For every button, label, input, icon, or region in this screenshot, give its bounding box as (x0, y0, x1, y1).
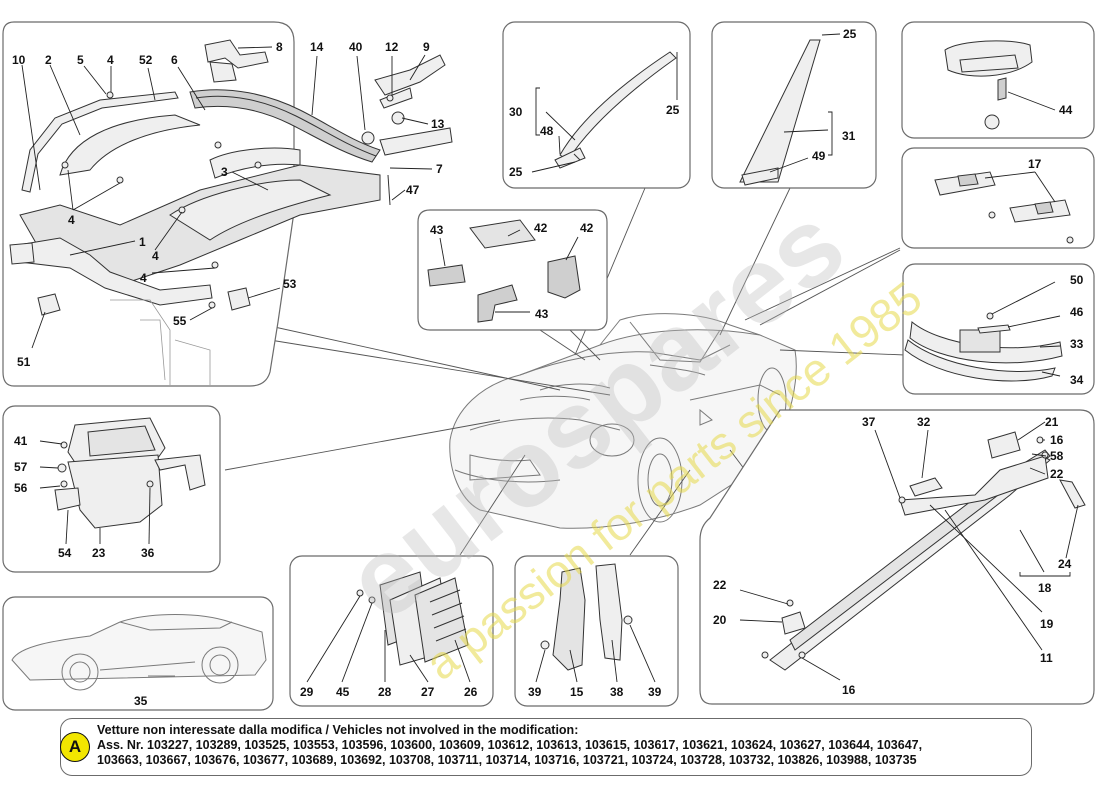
callout: 57 (14, 460, 28, 474)
callout: 51 (17, 355, 31, 369)
panel-rear-plate-trim: 50 46 33 34 (902, 263, 1095, 395)
panel-courtesy-lights: 17 (901, 147, 1095, 249)
panel-car-side-view: 35 (2, 596, 274, 711)
callout: 16 (842, 683, 856, 697)
callout: 26 (464, 685, 478, 699)
callout: 4 (140, 271, 147, 285)
panel-engine-bay-trim (2, 21, 453, 387)
callout: 12 (385, 40, 399, 54)
callout: 18 (1038, 581, 1052, 595)
callout: 4 (107, 53, 114, 67)
callout: 7 (436, 162, 443, 176)
callout: 24 (1058, 557, 1072, 571)
callout: 54 (58, 546, 72, 560)
callout: 4 (152, 249, 159, 263)
panel-engine-bay-trim-callouts: 10 2 5 4 52 6 8 14 40 12 9 13 7 47 3 4 4… (12, 40, 445, 369)
callout: 22 (1050, 467, 1064, 481)
callout: 50 (1070, 273, 1084, 287)
panel-engine-box: 41 57 56 54 23 36 (2, 405, 221, 573)
panel-roof-light: 44 (901, 21, 1095, 139)
callout: 31 (842, 129, 856, 143)
callout: 53 (283, 277, 297, 291)
callout: 29 (300, 685, 314, 699)
panel-windscreen-trim: 30 48 25 25 (502, 21, 691, 189)
callout: 10 (12, 53, 26, 67)
note-box: Vetture non interessate dalla modifica /… (60, 718, 1032, 776)
callout: 13 (431, 117, 445, 131)
callout: 28 (378, 685, 392, 699)
callout: 44 (1059, 103, 1073, 117)
callout: 34 (1070, 373, 1084, 387)
callout: 48 (540, 124, 554, 138)
callout: 6 (171, 53, 178, 67)
callout: 56 (14, 481, 28, 495)
callout: 4 (68, 213, 75, 227)
callout: 16 (1050, 433, 1064, 447)
callout: 49 (812, 149, 826, 163)
callout: 33 (1070, 337, 1084, 351)
callout: 15 (570, 685, 584, 699)
callout: 37 (862, 415, 876, 429)
callout: 39 (648, 685, 662, 699)
callout: 43 (430, 223, 444, 237)
callout: 17 (1028, 157, 1042, 171)
panel-side-vent: 29 45 28 27 26 (289, 555, 494, 707)
callout: 25 (843, 27, 857, 41)
callout: 23 (92, 546, 106, 560)
callout: 40 (349, 40, 363, 54)
panel-pillar-trim: 25 31 49 (711, 21, 877, 189)
callout: 19 (1040, 617, 1054, 631)
callout: 41 (14, 434, 28, 448)
callout: 11 (1040, 651, 1053, 665)
callout: 38 (610, 685, 624, 699)
callout: 14 (310, 40, 324, 54)
callout: 42 (580, 221, 594, 235)
callout: 58 (1050, 449, 1064, 463)
callout: 30 (509, 105, 523, 119)
callout: 3 (221, 165, 228, 179)
panel-sill-trim: 37 32 21 16 58 22 24 18 19 11 22 20 16 (699, 409, 1095, 705)
note-line-2: 103663, 103667, 103676, 103677, 103689, … (97, 753, 917, 767)
callout: 55 (173, 314, 187, 328)
note-title: Vetture non interessate dalla modifica /… (97, 723, 579, 737)
callout: 36 (141, 546, 155, 560)
callout: 45 (336, 685, 350, 699)
callout: 9 (423, 40, 430, 54)
callout: 42 (534, 221, 548, 235)
callout: 8 (276, 40, 283, 54)
panel-foam-pads: 43 42 42 43 (417, 209, 608, 331)
callout: 39 (528, 685, 542, 699)
note-line-1: Ass. Nr. 103227, 103289, 103525, 103553,… (97, 738, 923, 752)
callout: 35 (134, 694, 148, 708)
callout: 2 (45, 53, 52, 67)
callout: 20 (713, 613, 727, 627)
note-badge: A (60, 732, 90, 762)
callout: 46 (1070, 305, 1084, 319)
callout: 25 (509, 165, 523, 179)
callout: 1 (139, 235, 146, 249)
callout: 22 (713, 578, 727, 592)
callout: 21 (1045, 415, 1059, 429)
callout: 25 (666, 103, 680, 117)
callout: 27 (421, 685, 435, 699)
callout: 52 (139, 53, 153, 67)
central-car-illustration (449, 313, 797, 529)
callout: 47 (406, 183, 420, 197)
callout: 5 (77, 53, 84, 67)
panel-air-ducts: 39 15 38 39 (514, 555, 679, 707)
callout: 32 (917, 415, 931, 429)
callout: 43 (535, 307, 549, 321)
